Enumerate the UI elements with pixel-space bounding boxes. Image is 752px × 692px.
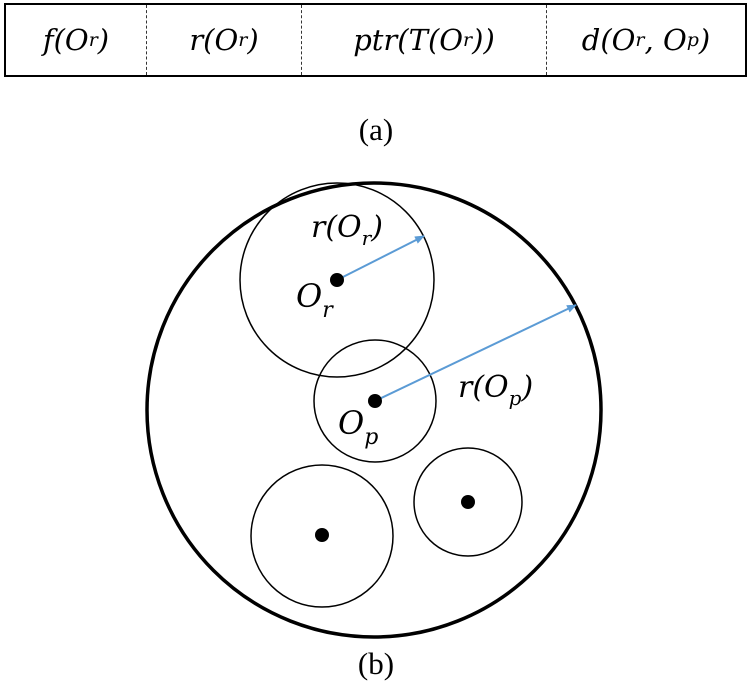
cell-subscript: r bbox=[88, 29, 98, 51]
radius-label-r: r(Or) bbox=[311, 210, 383, 250]
center-dot-r bbox=[330, 273, 344, 287]
cell-text-tail: ) bbox=[247, 23, 259, 57]
center-label-r: Or bbox=[296, 277, 334, 323]
cell-subscript: r bbox=[635, 29, 645, 51]
region-circle-r bbox=[239, 182, 435, 378]
cell-text-mid: , O bbox=[644, 23, 687, 57]
radius-arrow-r bbox=[336, 235, 425, 281]
cell-subscript-2: p bbox=[686, 29, 699, 51]
region-circle-bottom-right bbox=[413, 447, 523, 557]
region-circle-p bbox=[313, 339, 437, 463]
radius-label-p: r(Op) bbox=[458, 370, 533, 410]
cell-text: r(O bbox=[189, 23, 239, 57]
radius-arrow-p bbox=[374, 304, 577, 402]
center-label-p: Op bbox=[338, 404, 378, 450]
center-dot-p bbox=[368, 394, 382, 408]
center-dot-bottom-right bbox=[461, 495, 475, 509]
caption-b: (b) bbox=[357, 646, 395, 681]
cell-text: f(O bbox=[42, 23, 89, 57]
outer-region-circle bbox=[145, 181, 603, 639]
cell-subscript: r bbox=[238, 29, 248, 51]
cell-subscript: r bbox=[463, 29, 473, 51]
center-dot-bottom-left bbox=[315, 528, 329, 542]
region-circle-bottom-left bbox=[250, 464, 394, 608]
cell-text-tail: ) bbox=[97, 23, 110, 57]
cell-text-tail: )) bbox=[472, 23, 495, 57]
caption-a: (a) bbox=[358, 112, 394, 147]
cell-text-tail: ) bbox=[698, 23, 711, 57]
cell-text: d(O bbox=[581, 23, 636, 57]
cell-text: ptr(T(O bbox=[353, 23, 464, 57]
